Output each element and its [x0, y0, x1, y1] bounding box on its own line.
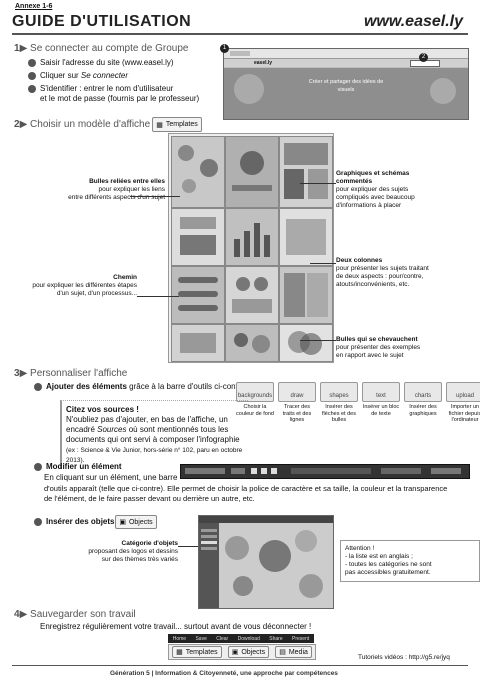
bullet-icon [34, 382, 42, 391]
header-rule [12, 33, 468, 35]
hero-text-2: visuels [337, 87, 355, 93]
add-elements-text: Ajouter des éléments grâce à la barre d'… [34, 382, 249, 392]
cite-sources-box: Citez vos sources ! N'oubliez pas d'ajou… [60, 400, 248, 469]
menu-save[interactable]: Save [195, 635, 207, 642]
templates-icon: ▦ [176, 649, 183, 656]
bullet-icon [28, 84, 36, 93]
template-11[interactable] [225, 324, 279, 362]
template-8[interactable] [225, 266, 279, 324]
connector [300, 183, 336, 184]
connector [137, 296, 179, 297]
step-2: Cliquer sur Se connecter [28, 71, 128, 81]
modify-title: Modifier un élément [34, 462, 122, 472]
annexe-label: Annexe 1-6 [15, 3, 53, 10]
align-button[interactable] [271, 468, 277, 474]
template-3[interactable] [279, 136, 333, 208]
section-3-heading: 3▶ Personnaliser l'affiche [14, 368, 128, 379]
template-grid [168, 133, 334, 363]
template-4[interactable] [171, 208, 225, 266]
font-select[interactable] [185, 468, 225, 474]
template-path[interactable] [171, 266, 225, 324]
bullet-icon [28, 58, 36, 67]
step-3-cont: et le mot de passe (fournis par le profe… [40, 94, 200, 103]
site-nav: easel.ly [224, 59, 468, 67]
menu-download[interactable]: Download [237, 635, 260, 642]
template-overlap-bubbles[interactable] [279, 324, 333, 362]
templates-icon: ▦ [156, 121, 163, 129]
format-toolbar [180, 464, 470, 479]
modify-text: d'outils apparaît (telle que ci-contre).… [44, 484, 448, 503]
color-slider[interactable] [291, 468, 371, 474]
template-two-columns[interactable] [279, 266, 333, 324]
section-2-heading: 2▶ Choisir un modèle d'affiche [14, 119, 151, 130]
bullet-icon [28, 71, 36, 80]
templates-button[interactable]: ▦Templates [152, 117, 202, 132]
login-screenshot: easel.ly Créer et partager des idées de … [220, 44, 469, 120]
hero-text: Créer et partager des idées de [308, 79, 384, 85]
template-bubbles-1[interactable] [171, 136, 225, 208]
templates-tab[interactable]: ▦Templates [172, 646, 222, 658]
connector [310, 263, 336, 264]
step-3: S'identifier : entrer le nom d'utilisate… [28, 84, 173, 94]
objects-icon: ▣ [119, 519, 126, 526]
template-10[interactable] [171, 324, 225, 362]
section-4-heading: 4▶ Sauvegarder son travail [14, 609, 136, 620]
template-2[interactable] [225, 136, 279, 208]
page-title: GUIDE D'UTILISATION [12, 13, 192, 30]
save-text: Enregistrez régulièrement votre travail.… [40, 622, 312, 631]
site-name: www.easel.ly [363, 13, 463, 30]
bold-button[interactable] [251, 468, 257, 474]
template-6[interactable] [279, 208, 333, 266]
section-1-heading: 1▶ Se connecter au compte de Groupe [14, 43, 189, 54]
menu-share[interactable]: Share [269, 635, 283, 642]
save-menu-bar: Home Save Clear Download Share Present [168, 634, 314, 643]
marker-2: 2 [419, 53, 428, 62]
italic-button[interactable] [261, 468, 267, 474]
tutorial-link[interactable]: Tutoriels vidéos : http://g5.re/jyq [358, 654, 450, 661]
marker-1: 1 [220, 44, 229, 53]
bullet-icon [34, 517, 42, 526]
media-tab[interactable]: ▤Media [275, 646, 312, 658]
template-charts[interactable] [225, 208, 279, 266]
menu-present[interactable]: Present [292, 635, 310, 642]
footer-text: Génération 5 | Information & Citoyenneté… [110, 670, 338, 677]
footer-rule [12, 665, 468, 666]
step-1: Saisir l'adresse du site (www.easel.ly) [28, 58, 174, 68]
insert-objects-title: Insérer des objets [34, 517, 114, 527]
objects-screenshot [198, 515, 334, 609]
menu-clear[interactable]: Clear [216, 635, 229, 642]
transparency-slider[interactable] [381, 468, 421, 474]
connector [300, 340, 336, 341]
modify-line-1: En cliquant sur un élément, une barre [44, 473, 178, 482]
objects-sidebar [199, 523, 219, 608]
objects-icon: ▣ [231, 649, 239, 656]
attention-box: Attention !- la liste est en anglais ;- … [340, 540, 480, 582]
bottom-bar: ▦Templates ▣Objects ▤Media [168, 644, 316, 660]
objects-tab[interactable]: ▣Objects [227, 646, 270, 658]
layer-buttons[interactable] [431, 468, 461, 474]
media-icon: ▤ [279, 649, 286, 656]
size-select[interactable] [231, 468, 245, 474]
bullet-icon [34, 462, 42, 471]
connector [178, 546, 204, 547]
objects-button[interactable]: ▣Objects [115, 515, 157, 529]
connector [130, 196, 180, 197]
menu-home[interactable]: Home [172, 635, 187, 642]
hero: Créer et partager des idées de visuels [224, 68, 468, 119]
browser-bar [224, 49, 468, 59]
